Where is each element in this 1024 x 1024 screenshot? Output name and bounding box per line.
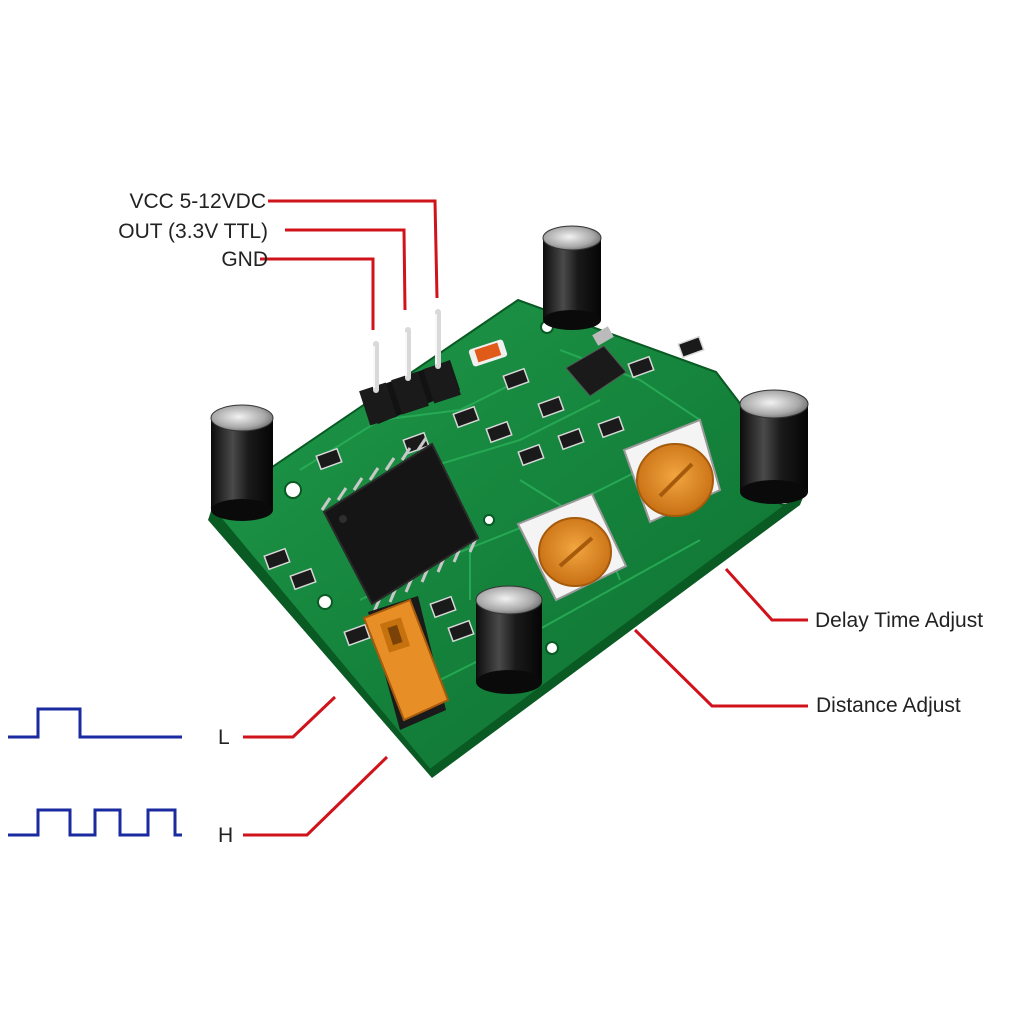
mounting-hole [317, 594, 333, 610]
gnd-leader-line [260, 257, 375, 330]
ic-chip [320, 437, 480, 613]
capacitor-front [475, 585, 543, 694]
mode-low-label: L [218, 726, 230, 749]
voltage-regulator [565, 326, 627, 397]
distance-label: Distance Adjust [816, 694, 961, 717]
mounting-hole [545, 641, 559, 655]
waveforms [8, 707, 182, 837]
mode-high-leader-line [243, 755, 389, 837]
pin-header [359, 309, 461, 426]
capacitor-right [739, 389, 809, 504]
potentiometer-distance [516, 492, 628, 602]
pcb-board [208, 225, 809, 778]
potentiometer-delay [622, 418, 722, 524]
capacitor-left [210, 404, 274, 521]
mounting-hole [284, 481, 302, 499]
leader-lines [243, 199, 808, 837]
vcc-leader-line [268, 199, 439, 299]
gnd-label: GND [221, 248, 268, 271]
mode-high-label: H [218, 824, 233, 847]
vcc-label: VCC 5-12VDC [129, 190, 266, 213]
mode-low-leader-line [243, 695, 337, 739]
mode-jumper [362, 596, 450, 730]
distance-leader-line [633, 628, 808, 708]
out-label: OUT (3.3V TTL) [118, 220, 268, 243]
repeat-trigger-waveform-icon [8, 808, 182, 837]
out-leader-line [285, 228, 407, 311]
single-trigger-waveform-icon [8, 707, 182, 739]
delay-leader-line [724, 567, 808, 622]
mounting-hole [483, 514, 495, 526]
delay-time-label: Delay Time Adjust [815, 609, 983, 632]
capacitor-top [542, 225, 602, 330]
diode [468, 339, 508, 367]
